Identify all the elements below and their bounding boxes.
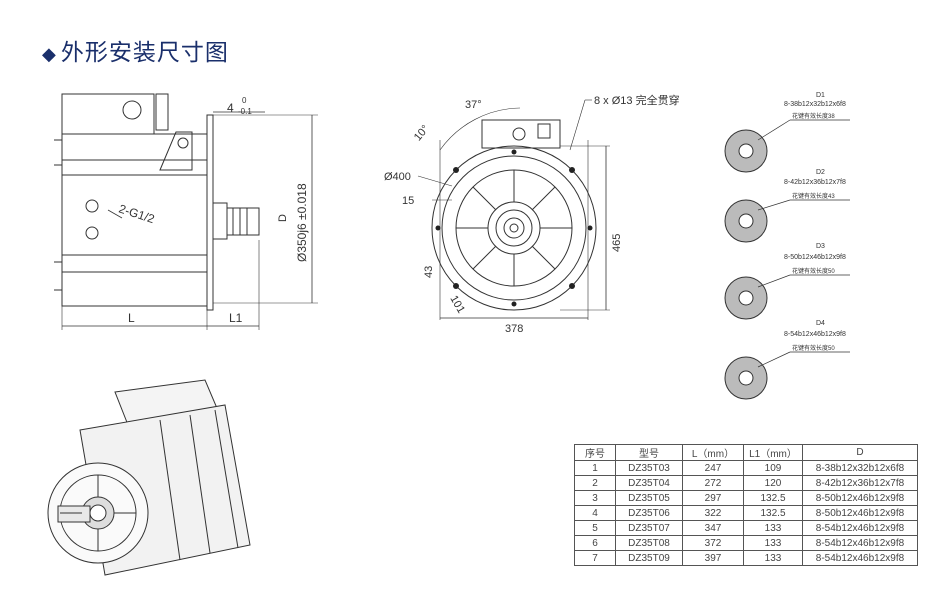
spline-d1: D1 8-38b12x32b12x6f8 花键有效长度38 bbox=[724, 92, 850, 173]
front-junction-box bbox=[481, 119, 561, 149]
side-port-2 bbox=[85, 226, 99, 240]
front-view bbox=[417, 99, 610, 320]
th-index: 序号 bbox=[574, 444, 616, 461]
table-header-row: 序号 型号 L（mm） L1（mm） D bbox=[574, 444, 918, 461]
front-dim-15: 15 bbox=[402, 195, 414, 207]
spline-d1-note: 花键有效长度38 bbox=[792, 112, 835, 120]
spline-d1-code: D1 bbox=[816, 92, 825, 99]
side-box-port bbox=[122, 100, 142, 120]
th-L1: L1（mm） bbox=[743, 444, 803, 461]
spline-d3-note: 花键有效长度50 bbox=[792, 267, 835, 275]
spline-d3: D3 8-50b12x46b12x9f8 花键有效长度50 bbox=[724, 243, 850, 320]
side-shaft bbox=[226, 207, 260, 236]
side-view bbox=[54, 93, 318, 330]
front-dim-101: 101 bbox=[447, 294, 467, 316]
side-cable-gland bbox=[155, 93, 169, 131]
th-L: L（mm） bbox=[682, 444, 744, 461]
side-shaft-dim: Ø350j6 ±0.018 bbox=[295, 183, 309, 262]
th-model: 型号 bbox=[615, 444, 683, 461]
spline-d2-code: D2 bbox=[816, 169, 825, 176]
side-lifting-bracket bbox=[159, 131, 193, 171]
spline-d4-note: 花键有效长度50 bbox=[792, 344, 835, 352]
spline-d3-code: D3 bbox=[816, 243, 825, 250]
page-title-text: 外形安装尺寸图 bbox=[60, 40, 229, 66]
side-dim-L1: L1 bbox=[229, 311, 243, 325]
motor-3d-render bbox=[47, 379, 251, 576]
front-dim-378: 378 bbox=[505, 323, 523, 335]
front-dim-465: 465 bbox=[611, 234, 623, 252]
front-angle-10: 10° bbox=[412, 123, 432, 143]
side-port-1 bbox=[85, 199, 99, 213]
front-angle-37: 37° bbox=[465, 99, 482, 111]
side-flange bbox=[206, 114, 214, 311]
side-shaft-key: D bbox=[277, 214, 289, 222]
side-dim-4: 4 bbox=[227, 101, 234, 115]
front-dim-43: 43 bbox=[423, 266, 435, 278]
side-dim-L: L bbox=[128, 311, 135, 325]
diamond-icon: ◆ bbox=[42, 44, 57, 65]
spline-d4-spec: 8-54b12x46b12x9f8 bbox=[784, 331, 846, 338]
front-shaft-circle bbox=[495, 209, 533, 247]
page-title: ◆外形安装尺寸图 bbox=[42, 33, 229, 67]
spline-d2-spec: 8-42b12x36b12x7f8 bbox=[784, 179, 846, 186]
spline-d3-spec: 8-50b12x46b12x9f8 bbox=[784, 254, 846, 261]
side-port-label: 2-G1/2 bbox=[117, 202, 157, 227]
spline-d2: D2 8-42b12x36b12x7f8 花键有效长度43 bbox=[724, 169, 850, 243]
front-bolt-holes bbox=[435, 149, 593, 307]
side-shaft-base bbox=[212, 202, 228, 240]
side-tol-bottom: -0.1 bbox=[238, 107, 252, 116]
front-flange-outer bbox=[431, 145, 597, 311]
front-dia-400: Ø400 bbox=[384, 171, 411, 183]
front-bolt-note: 8 x Ø13 完全贯穿 bbox=[594, 93, 680, 107]
side-tol-top: 0 bbox=[242, 96, 247, 105]
spline-d4: D4 8-54b12x46b12x9f8 花键有效长度50 bbox=[724, 320, 850, 400]
motor-3d-shaft bbox=[57, 505, 91, 523]
spline-d4-code: D4 bbox=[816, 320, 825, 327]
spline-d2-note: 花键有效长度43 bbox=[792, 192, 835, 200]
th-D: D bbox=[802, 444, 918, 461]
spline-d1-spec: 8-38b12x32b12x6f8 bbox=[784, 101, 846, 108]
